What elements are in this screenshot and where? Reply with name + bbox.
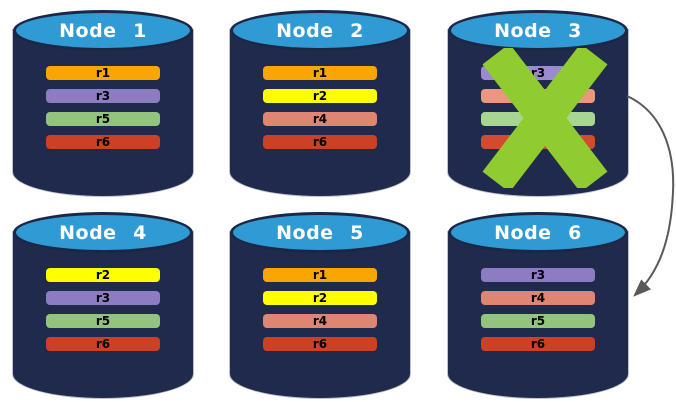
node-6: Node 6 r3 r4 r5 r6 [448,212,628,398]
node-title: Node 1 [59,19,147,42]
node-title: Node 3 [494,19,582,42]
failure-x-icon [482,48,608,188]
node-2: Node 2 r1 r2 r4 r6 [230,10,410,196]
replica-list: r1 r3 r5 r6 [46,66,160,149]
failover-arrow-path [626,95,675,297]
node-4: Node 4 r2 r3 r5 r6 [13,212,193,398]
node-5: Node 5 r1 r2 r4 r6 [230,212,410,398]
replica-list: r3 r4 r5 r6 [481,268,595,351]
node-title: Node 4 [59,221,147,244]
cylinder-top [230,10,410,51]
replica-bar-r3: r3 [481,268,595,282]
replica-bar-r2: r2 [263,89,377,103]
replica-bar-r6: r6 [263,135,377,149]
node-title: Node 6 [494,221,582,244]
replica-bar-r3: r3 [46,89,160,103]
replica-bar-r5: r5 [46,112,160,126]
replica-bar-r1: r1 [46,66,160,80]
replica-bar-r1: r1 [263,66,377,80]
replica-bar-r6: r6 [46,135,160,149]
replica-bar-r6: r6 [481,337,595,351]
cylinder-top [13,10,193,51]
replica-bar-r6: r6 [263,337,377,351]
replica-bar-r5: r5 [481,314,595,328]
replica-bar-r2: r2 [46,268,160,282]
replica-bar-r5: r5 [46,314,160,328]
replica-bar-r3: r3 [46,291,160,305]
cylinder-top [13,212,193,253]
replica-list: r1 r2 r4 r6 [263,66,377,149]
replica-list: r1 r2 r4 r6 [263,268,377,351]
node-1: Node 1 r1 r3 r5 r6 [13,10,193,196]
replica-bar-r1: r1 [263,268,377,282]
replica-bar-r4: r4 [263,314,377,328]
cylinder-top [448,212,628,253]
replica-bar-r2: r2 [263,291,377,305]
node-title: Node 5 [276,221,364,244]
replica-bar-r4: r4 [263,112,377,126]
replica-list: r2 r3 r5 r6 [46,268,160,351]
replica-bar-r4: r4 [481,291,595,305]
cylinder-top [230,212,410,253]
cylinder-top [448,10,628,51]
node-title: Node 2 [276,19,364,42]
replica-bar-r6: r6 [46,337,160,351]
